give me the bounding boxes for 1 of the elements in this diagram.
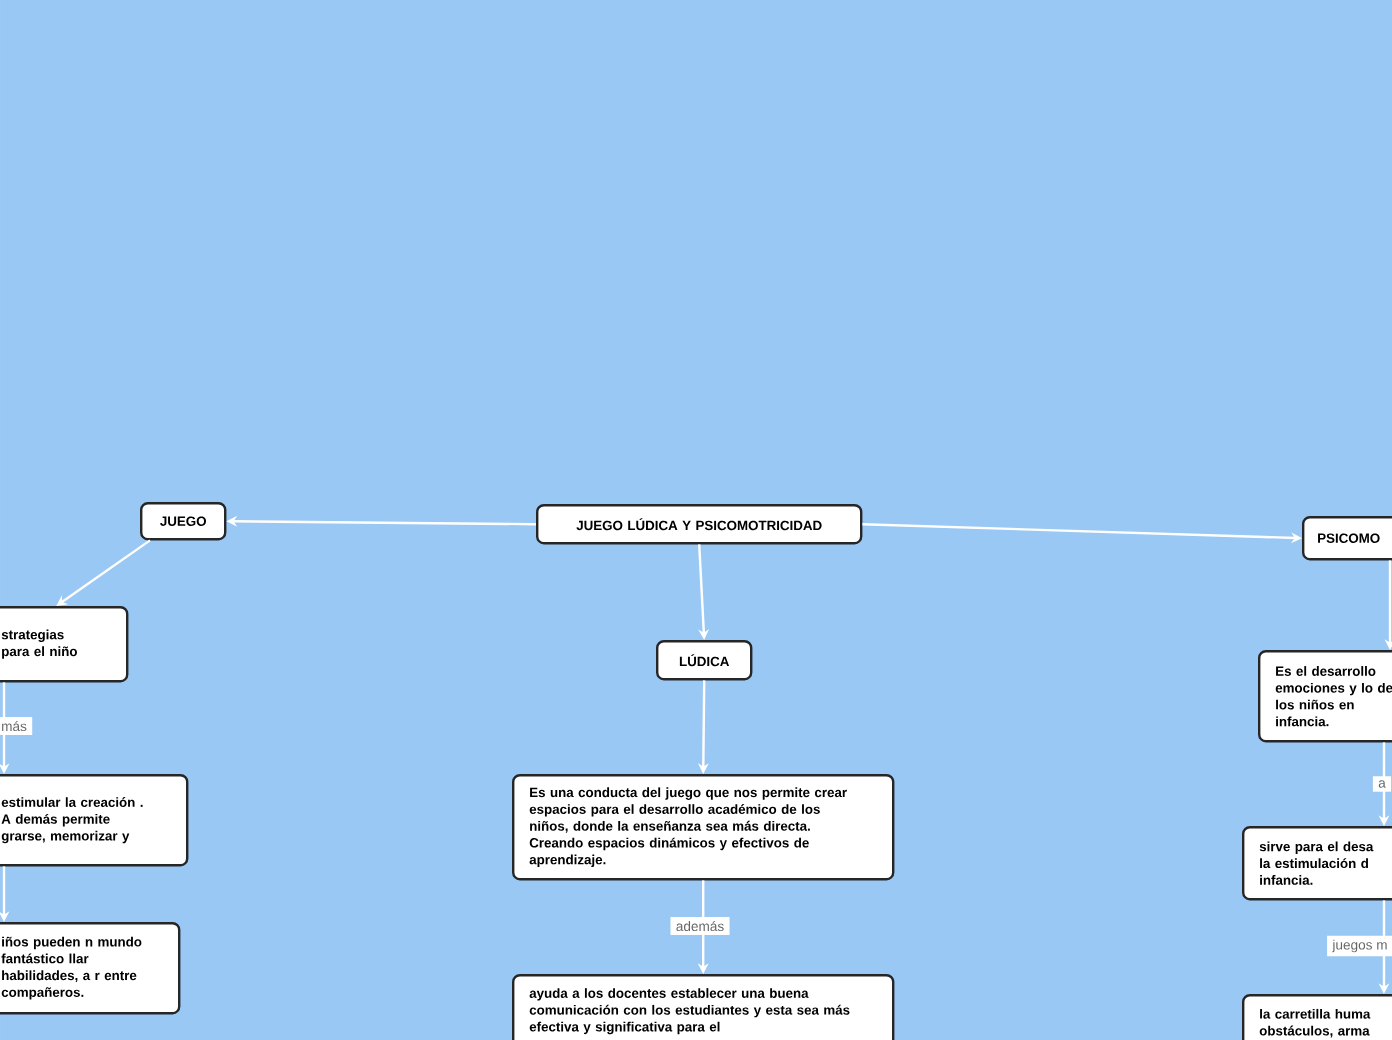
arrow: [56, 539, 151, 606]
